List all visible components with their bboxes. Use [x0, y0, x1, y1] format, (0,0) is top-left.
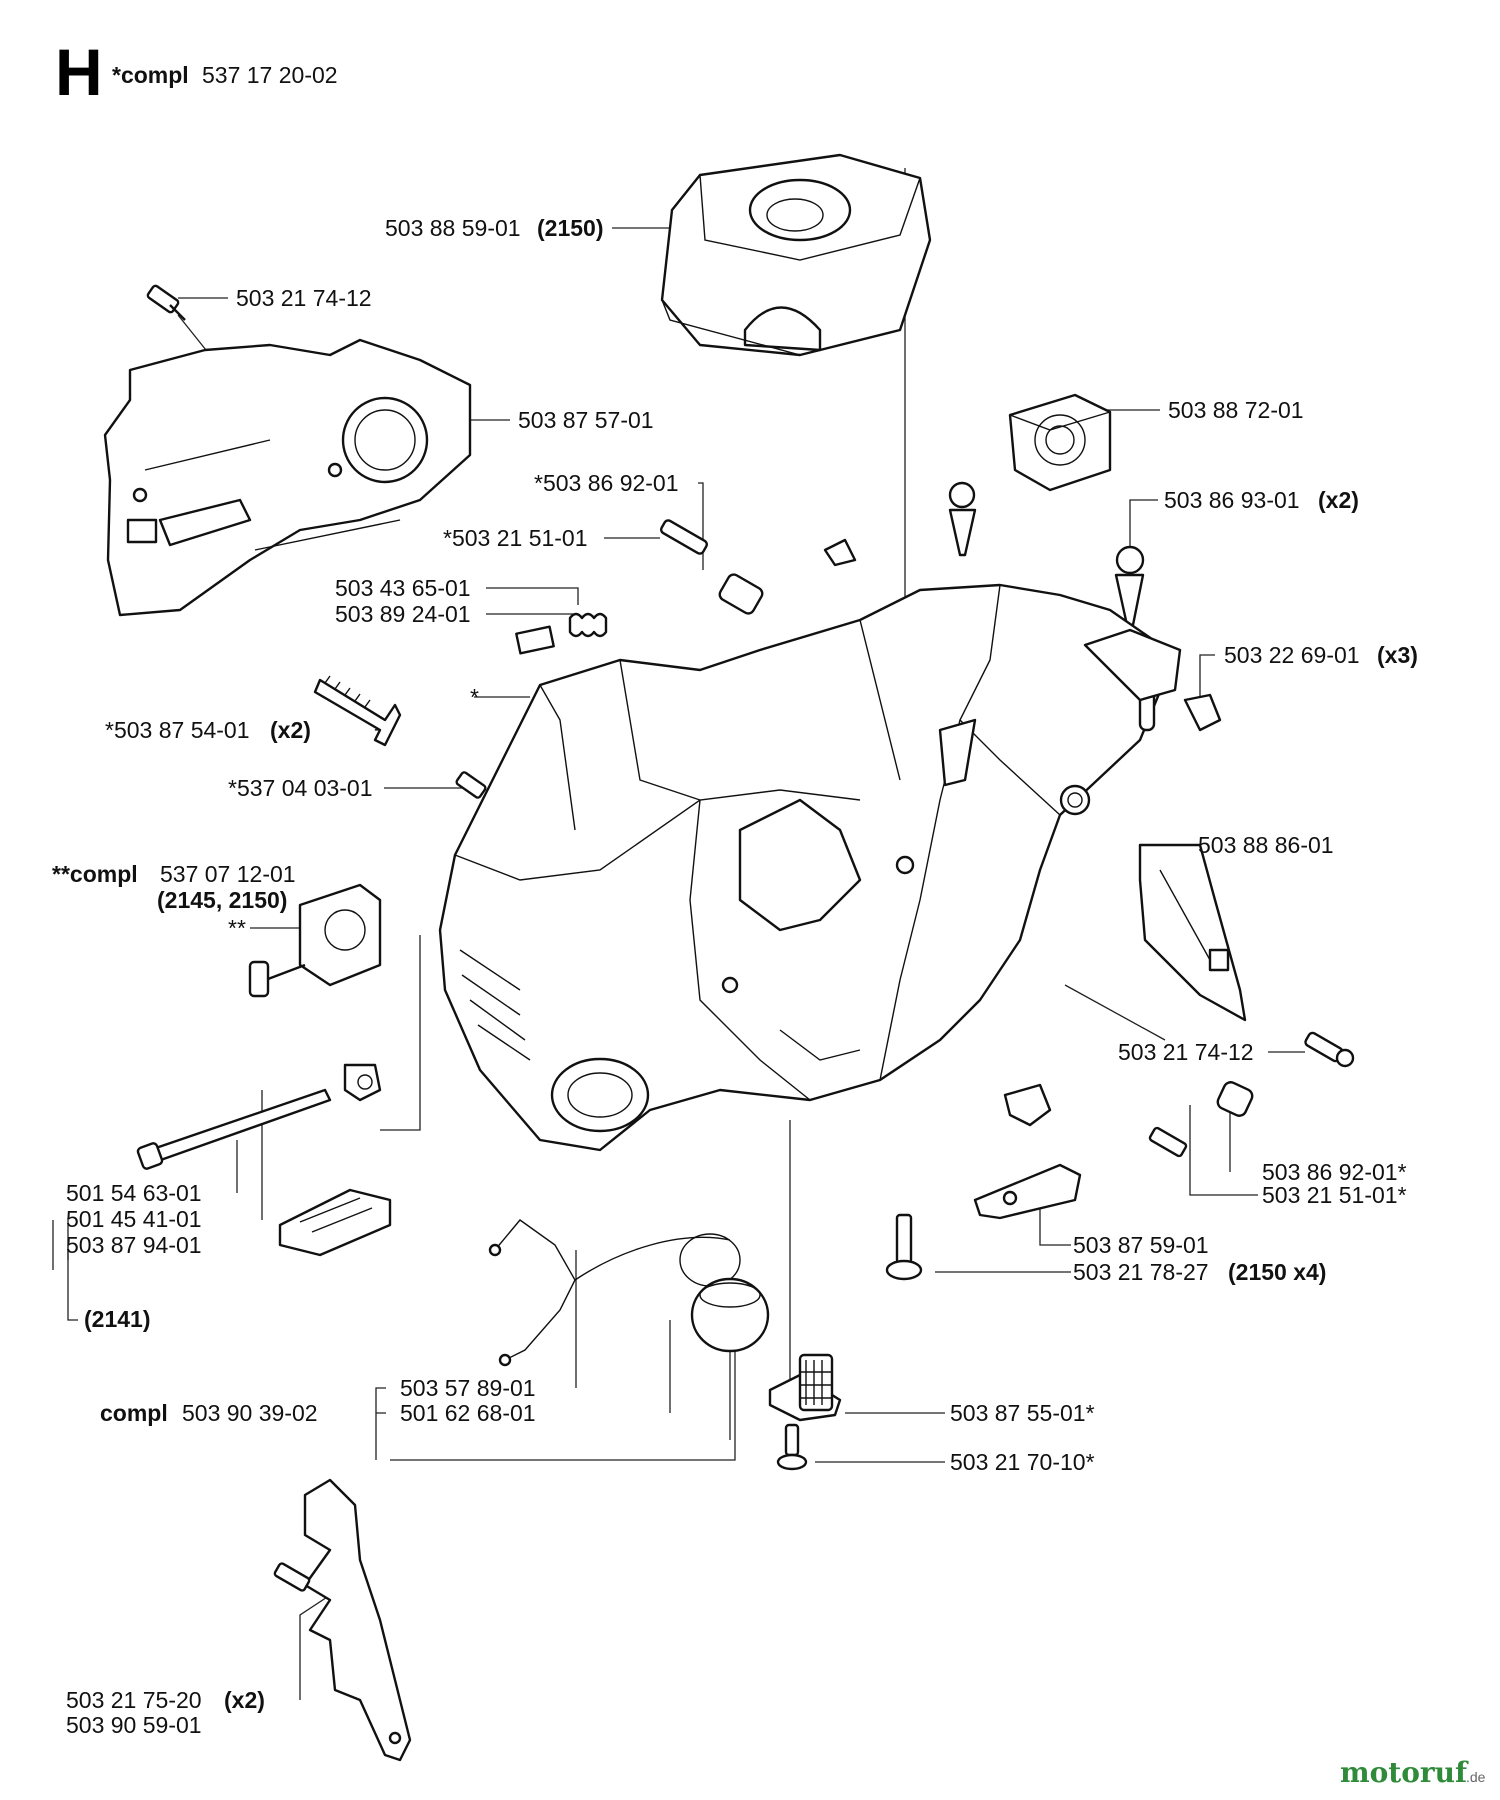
label-screw-right: 503 21 74-12 [1118, 1039, 1254, 1065]
label-tensioner-prefix: **compl [52, 861, 138, 887]
label-screw-top: 503 21 74-12 [236, 285, 372, 311]
label-spring: 503 43 65-01 [335, 575, 471, 601]
spike-bumper-part [273, 1478, 412, 1762]
label-plate: 503 87 94-01 [66, 1232, 202, 1258]
screw-vertical-part [885, 1213, 923, 1281]
label-guard: 503 88 86-01 [1198, 832, 1334, 858]
screw-sleeve-part [659, 519, 764, 615]
section-letter: H [55, 35, 103, 109]
label-sleeve-right: 503 86 92-01* [1262, 1159, 1407, 1185]
label-cap-assembly: 503 90 39-02 [182, 1400, 318, 1426]
label-screw-x4-note: (2150 x4) [1228, 1259, 1326, 1285]
label-spike-bumper: 503 90 59-01 [66, 1712, 202, 1738]
label-cap-prefix: compl [100, 1400, 168, 1426]
label-side-cover: 503 87 57-01 [518, 407, 654, 433]
label-adjusting-nut: 501 45 41-01 [66, 1206, 202, 1232]
grommet-part-1 [948, 481, 977, 557]
label-cylinder-cover-note: (2150) [537, 215, 603, 241]
label-bolt-qty: (x2) [270, 717, 311, 743]
label-screw-2151: *503 21 51-01 [443, 525, 588, 551]
sleeve-part [1148, 1081, 1254, 1158]
clip-part [823, 538, 1222, 1127]
label-cylinder-cover: 503 88 59-01 [385, 215, 521, 241]
cylinder-cover-part [660, 153, 932, 357]
label-screw-x4: 503 21 78-27 [1073, 1259, 1209, 1285]
grommet-part-2 [1114, 545, 1145, 627]
label-model-2141: (2141) [84, 1306, 150, 1332]
label-spike-screw: 503 21 75-20 [66, 1687, 202, 1713]
label-clip: 503 22 69-01 [1224, 642, 1360, 668]
chain-tensioner-part [248, 883, 382, 998]
crankcase-part [438, 583, 1182, 1152]
spring-pad-part [515, 612, 608, 655]
brand-watermark: motoruf .de [1340, 1756, 1486, 1789]
label-cap-seal: 501 62 68-01 [400, 1400, 536, 1426]
label-clip-qty: (x3) [1377, 642, 1418, 668]
fuel-cap-part [488, 1219, 770, 1367]
label-bracket: 503 87 59-01 [1073, 1232, 1209, 1258]
part-labels: 503 88 59-01 (2150) 503 21 74-12 503 87 … [52, 215, 1418, 1738]
assembly-part-number: 537 17 20-02 [202, 62, 338, 88]
screw-part [146, 284, 186, 321]
label-filter-pickup: 503 87 55-01* [950, 1400, 1095, 1426]
label-bolt: *503 87 54-01 [105, 717, 250, 743]
small-screw-part [776, 1423, 808, 1471]
label-adjusting-screw: 501 54 63-01 [66, 1180, 202, 1206]
brand-tld: .de [1466, 1769, 1486, 1785]
label-tensioner-models: (2145, 2150) [157, 887, 287, 913]
adjusting-screw-part [136, 1063, 382, 1170]
bracket-part [973, 1163, 1082, 1220]
label-double-star: ** [228, 915, 246, 941]
label-spike-screw-qty: (x2) [224, 1687, 265, 1713]
label-tensioner-number: 537 07 12-01 [160, 861, 296, 887]
assembly-prefix: *compl [112, 62, 189, 88]
air-filter-part [1008, 393, 1112, 492]
label-pad: 503 89 24-01 [335, 601, 471, 627]
label-cap-cord: 503 57 89-01 [400, 1375, 536, 1401]
chain-guard-part [1138, 843, 1247, 1022]
bolt-part [313, 675, 402, 747]
header: H *compl 537 17 20-02 [55, 35, 338, 109]
label-star: * [470, 684, 479, 710]
label-grommet-qty: (x2) [1318, 487, 1359, 513]
screw-right-part [1304, 1031, 1355, 1068]
label-stud: *537 04 03-01 [228, 775, 373, 801]
label-grommet: 503 86 93-01 [1164, 487, 1300, 513]
label-sleeve: *503 86 92-01 [534, 470, 679, 496]
brand-name: motoruf [1340, 1756, 1469, 1789]
plate-part [278, 1188, 392, 1257]
side-cover-part [103, 338, 472, 617]
label-air-filter: 503 88 72-01 [1168, 397, 1304, 423]
label-small-screw: 503 21 70-10* [950, 1449, 1095, 1475]
filter-pickup-part [768, 1353, 842, 1422]
stud-part [455, 771, 487, 799]
label-screw-right-2151: 503 21 51-01* [1262, 1182, 1407, 1208]
